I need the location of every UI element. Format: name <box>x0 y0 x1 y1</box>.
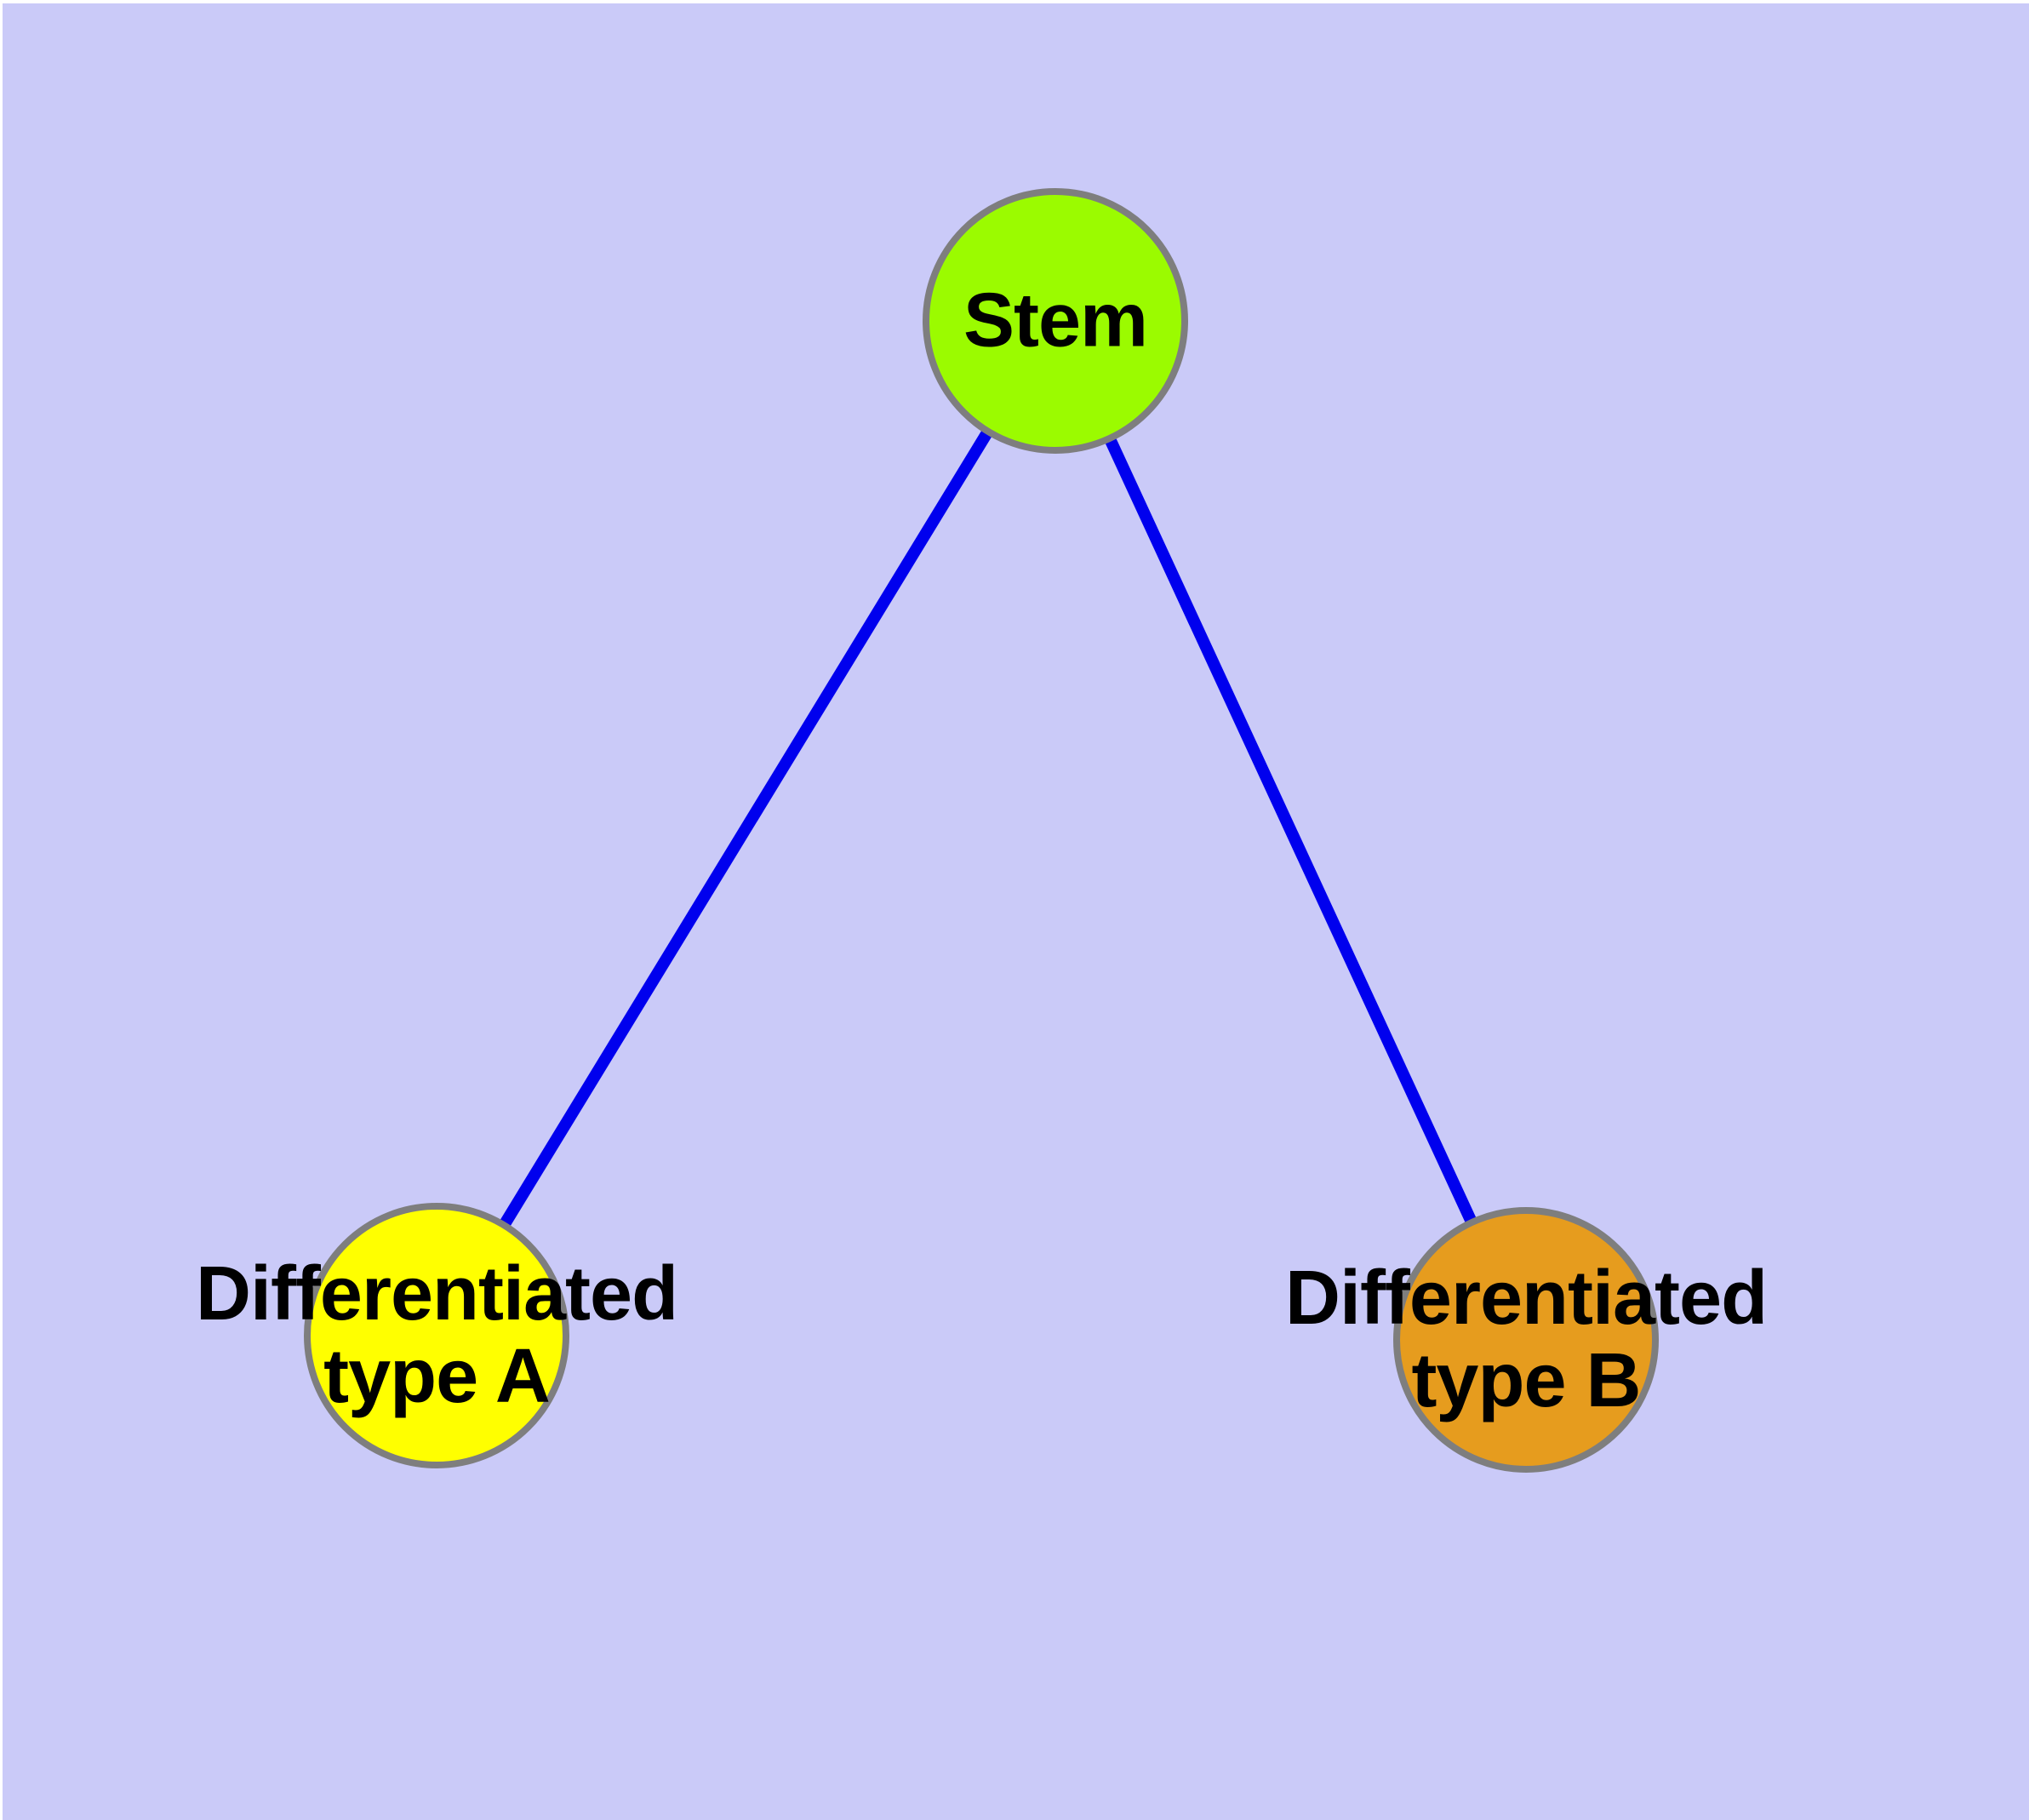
node-label-stem: Stem <box>963 278 1148 363</box>
diagram-canvas: Stem Differentiated type A Differentiate… <box>3 3 2029 1820</box>
node-label-type-a: Differentiated type A <box>195 1251 678 1419</box>
node-circle-type-a <box>304 1203 569 1468</box>
node-label-type-b: Differentiated type B <box>1284 1255 1768 1423</box>
node-circle-stem <box>923 188 1188 454</box>
node-circle-type-b <box>1393 1207 1659 1473</box>
edge-stem-type-a <box>432 318 1060 1339</box>
edge-stem-type-b <box>1049 318 1532 1342</box>
differentiation-graph <box>3 3 2029 1820</box>
